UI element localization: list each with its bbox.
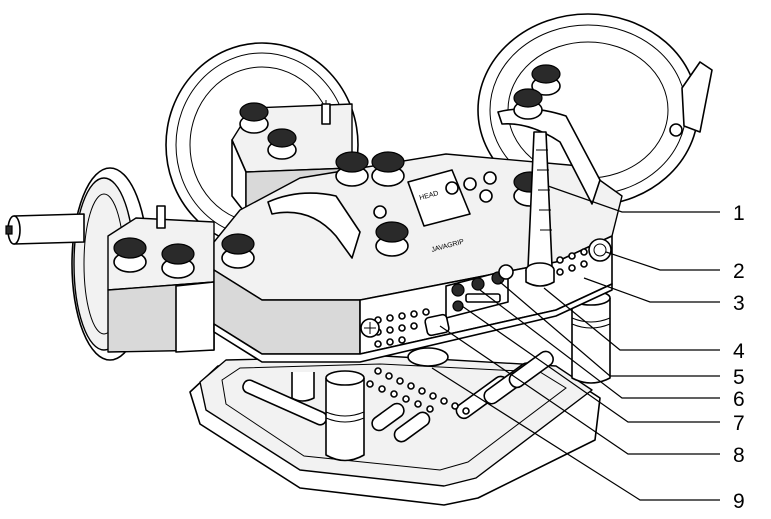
leader-line-1 bbox=[547, 185, 720, 213]
knob-icon bbox=[113, 237, 147, 273]
display-text: HEAD bbox=[419, 190, 440, 202]
callout-2: 2 bbox=[733, 260, 745, 283]
leader-line-7 bbox=[461, 305, 720, 423]
antenna bbox=[525, 131, 555, 287]
callout-3: 3 bbox=[733, 292, 745, 315]
left-motor-block bbox=[107, 205, 215, 353]
leader-line-3 bbox=[583, 277, 720, 303]
leader-line-2 bbox=[605, 251, 720, 271]
callout-4: 4 bbox=[733, 340, 745, 363]
knob-icon bbox=[221, 233, 255, 269]
side-knob bbox=[588, 238, 612, 262]
callout-9: 9 bbox=[733, 490, 745, 513]
callout-1: 1 bbox=[733, 202, 745, 225]
knob-icon bbox=[267, 128, 297, 160]
connector-port-icon bbox=[471, 277, 485, 291]
leader-line-4 bbox=[543, 287, 720, 351]
knob-icon bbox=[375, 221, 409, 257]
knob-icon bbox=[531, 64, 561, 96]
callout-5: 5 bbox=[733, 366, 745, 389]
knob-icon bbox=[239, 102, 269, 134]
connector-port-icon bbox=[451, 283, 465, 297]
leader-lines bbox=[431, 185, 720, 501]
callout-8: 8 bbox=[733, 444, 745, 467]
callout-7: 7 bbox=[733, 412, 745, 435]
callout-6: 6 bbox=[733, 388, 745, 411]
connector-panel bbox=[424, 264, 514, 337]
base-plate bbox=[189, 347, 601, 506]
callout-numbers: 1 2 3 4 5 6 7 8 9 bbox=[733, 202, 745, 513]
knob-icon bbox=[513, 88, 543, 120]
leader-line-8 bbox=[439, 325, 720, 455]
leader-line-5 bbox=[499, 281, 720, 377]
leader-line-9 bbox=[431, 367, 720, 501]
knob-icon bbox=[371, 151, 405, 187]
knob-icon bbox=[335, 151, 369, 187]
leader-line-6 bbox=[479, 289, 720, 399]
knob-icon bbox=[161, 243, 195, 279]
